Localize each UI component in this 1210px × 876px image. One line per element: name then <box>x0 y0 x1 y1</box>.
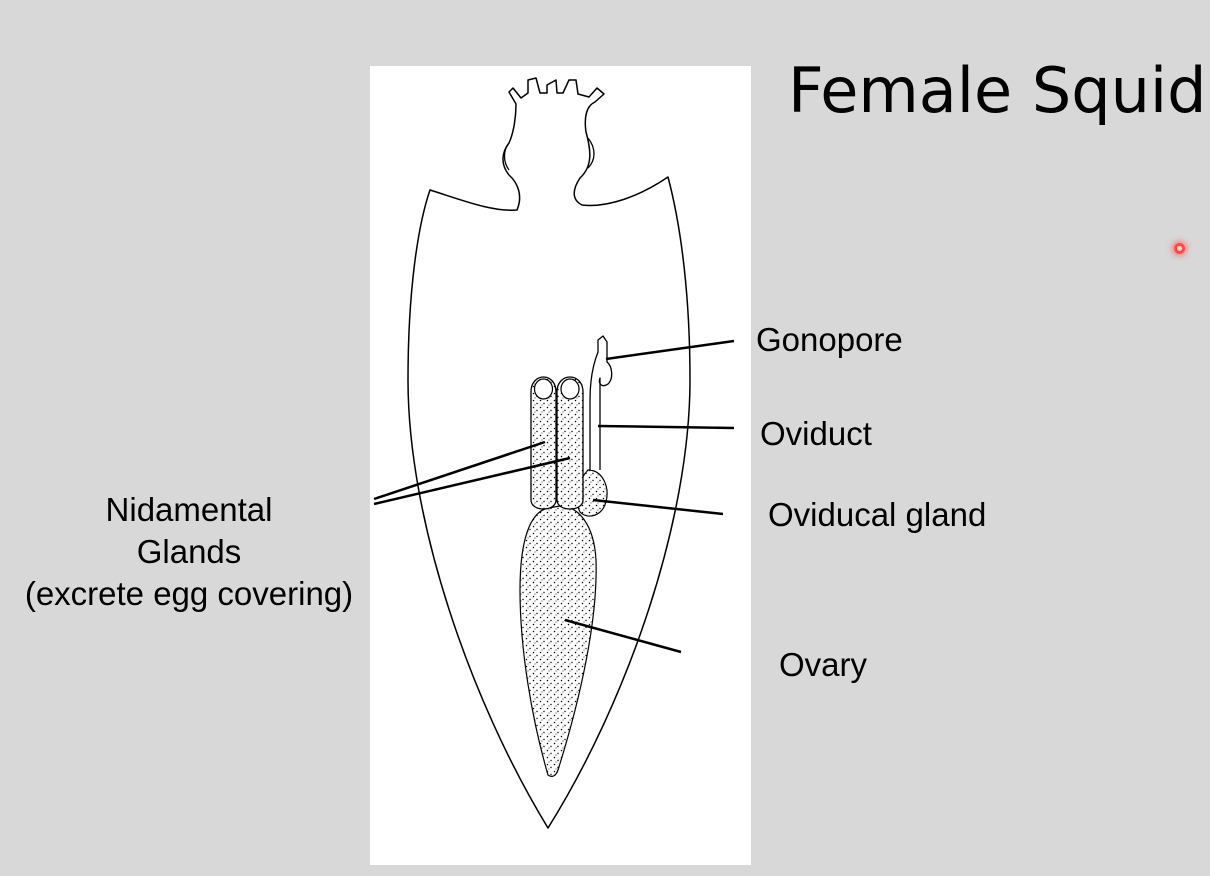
oviduct-leader <box>597 424 735 430</box>
ovary-leader <box>564 618 682 654</box>
oviduct-shape <box>589 335 613 470</box>
slide-title: Female Squid <box>788 54 1207 127</box>
label-oviduct: Oviduct <box>760 415 872 452</box>
label-oviducal-gland: Oviducal gland <box>768 496 987 533</box>
label-gonopore: Gonopore <box>756 321 903 358</box>
oviducal-gland-leader <box>592 498 724 516</box>
label-nidamental-line3: (excrete egg covering) <box>24 575 354 612</box>
label-nidamental-line1: Nidamental <box>105 491 273 528</box>
gonopore-leader <box>605 339 735 361</box>
nidamental-leader-2 <box>373 456 571 506</box>
right-eye <box>587 137 595 169</box>
nidamental-leader-1 <box>373 440 546 501</box>
ovary-shape <box>519 505 597 777</box>
nidamental-gland-right <box>556 376 584 510</box>
laser-pointer-icon <box>1174 243 1185 254</box>
label-nidamental-line2: Glands <box>136 533 242 570</box>
label-nidamental-glands: Nidamental Glands (excrete egg covering) <box>8 489 370 615</box>
left-eye <box>503 142 510 171</box>
label-ovary: Ovary <box>779 646 868 683</box>
